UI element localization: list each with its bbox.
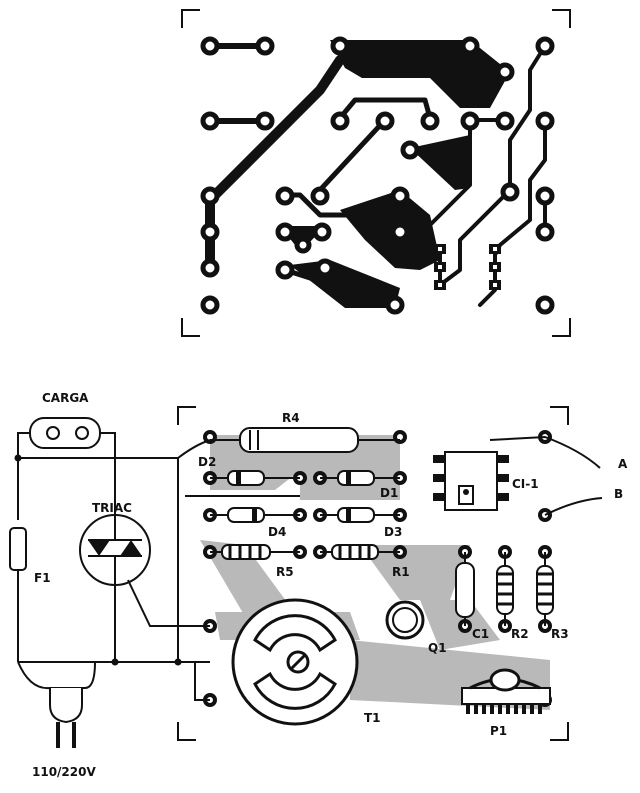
component-t1: T1 [231, 598, 381, 726]
corner-marks-top [181, 9, 571, 337]
diode-d1: D1 [320, 470, 400, 500]
pcb-copper-layout [181, 9, 571, 337]
label-d1: D1 [380, 486, 398, 500]
resistor-r4: R4 [210, 411, 400, 453]
label-fuse: F1 [34, 571, 51, 585]
label-t1: T1 [364, 711, 381, 725]
component-layout: R4 D2 D1 D4 D3 [9, 391, 628, 779]
capacitor-c1: C1 [455, 552, 489, 641]
label-d3: D3 [384, 525, 402, 539]
label-ci1: CI-1 [512, 477, 539, 491]
resistor-r1: R1 [320, 544, 410, 579]
resistor-r5: R5 [210, 544, 300, 579]
label-supply: 110/220V [32, 765, 96, 779]
label-terminal-a: A [618, 457, 628, 471]
label-r2: R2 [511, 627, 529, 641]
copper-areas [280, 40, 510, 308]
label-r1: R1 [392, 565, 410, 579]
output-terminals: A B [489, 435, 628, 516]
ic-ci1: CI-1 [433, 451, 539, 511]
label-q1: Q1 [428, 641, 447, 655]
diode-d2: D2 [198, 455, 300, 486]
label-d2: D2 [198, 455, 216, 469]
label-carga: CARGA [42, 391, 89, 405]
label-r5: R5 [276, 565, 294, 579]
resistor-r2: R2 [496, 552, 529, 641]
label-d4: D4 [268, 525, 286, 539]
label-triac: TRIAC [92, 501, 132, 515]
pcb-pads [200, 36, 555, 315]
ic-pads-top [434, 244, 501, 290]
diode-d4: D4 [210, 507, 300, 539]
diode-d3: D3 [320, 507, 402, 539]
label-r4: R4 [282, 411, 300, 425]
transistor-q1: Q1 [385, 600, 447, 655]
trimmer-p1: P1 [461, 668, 551, 738]
label-r3: R3 [551, 627, 569, 641]
label-c1: C1 [472, 627, 489, 641]
external-wiring: CARGA F1 TRIAC [9, 391, 211, 779]
label-terminal-b: B [614, 487, 623, 501]
resistor-r3: R3 [536, 552, 569, 641]
corner-marks-bottom [177, 406, 569, 741]
label-p1: P1 [490, 724, 507, 738]
